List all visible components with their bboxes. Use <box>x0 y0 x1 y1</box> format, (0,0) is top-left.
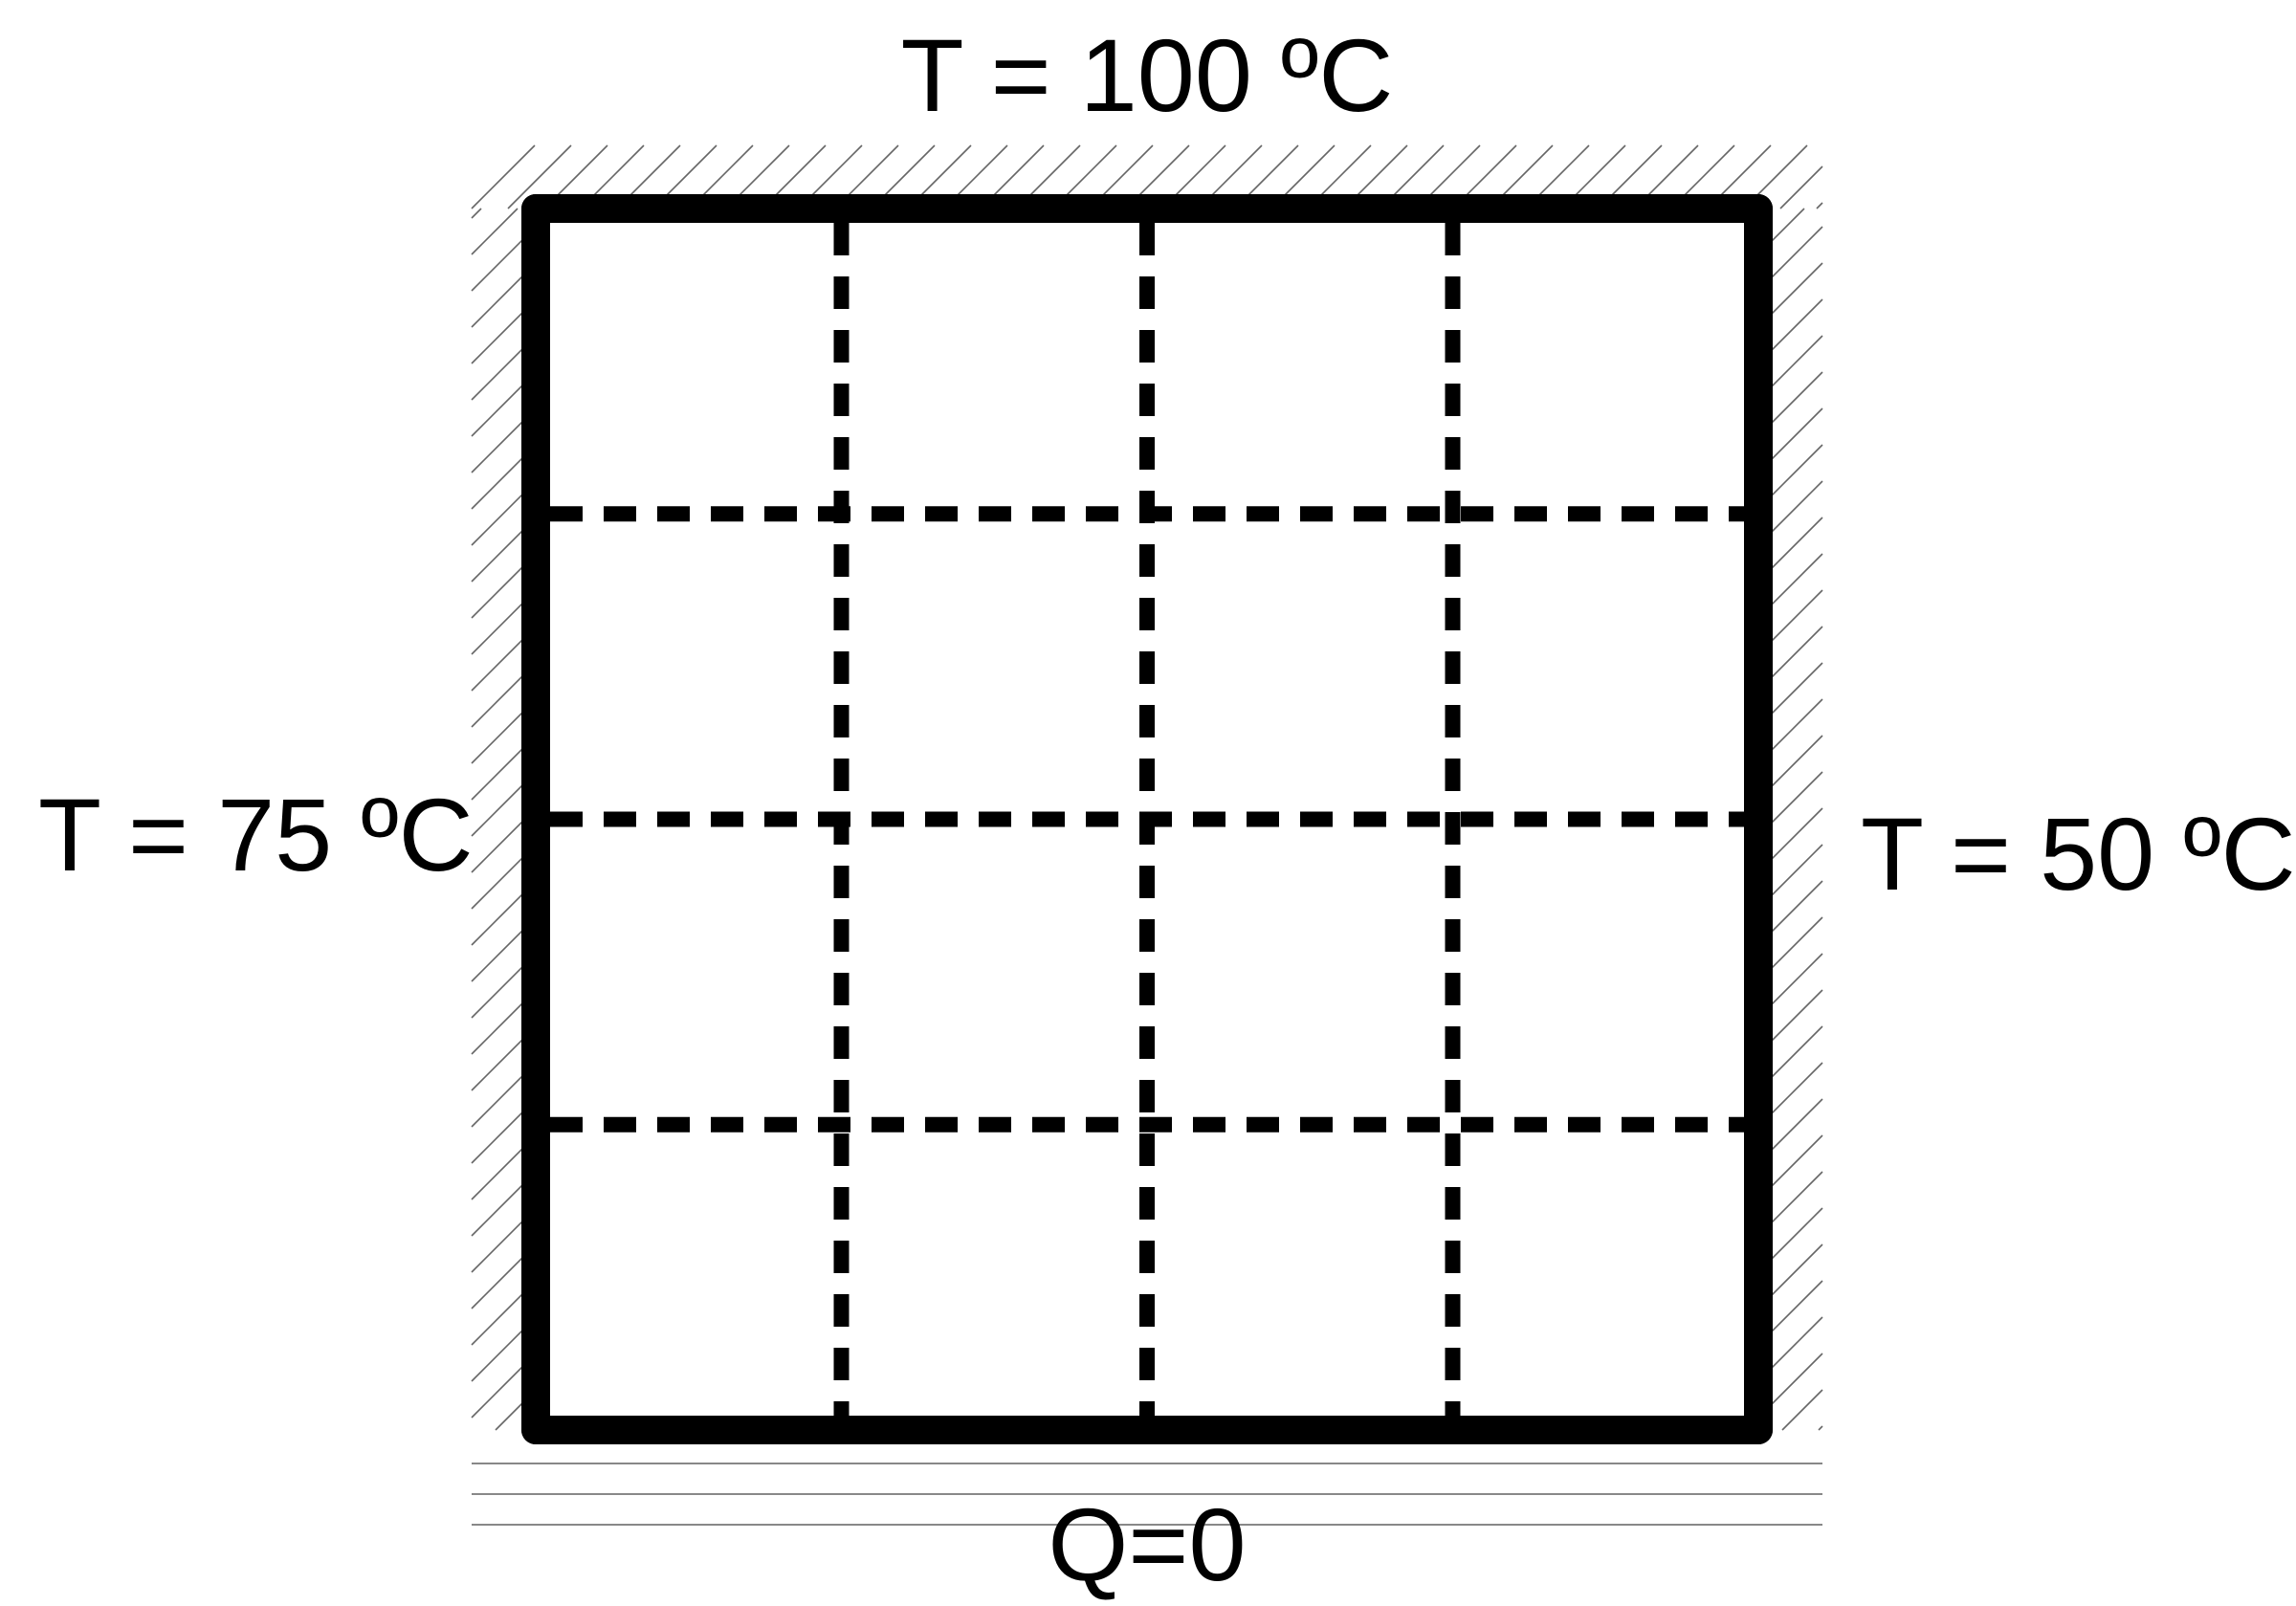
bottom-boundary-lines <box>472 1463 1822 1526</box>
mesh-grid <box>550 223 1744 1416</box>
hatch-stroke <box>471 208 519 255</box>
plate-outline <box>521 194 1773 1444</box>
hatch-stroke <box>1779 165 1823 209</box>
right-boundary-label: T = 50 ºC <box>1861 796 2296 912</box>
top-boundary-label: T = 100 ºC <box>901 17 1394 133</box>
left-boundary-label: T = 75 ºC <box>38 777 474 892</box>
hatch-stroke <box>471 208 482 219</box>
hatch-stroke <box>471 144 536 209</box>
hatch-stroke <box>1816 202 1823 209</box>
bottom-boundary-label: Q=0 <box>1048 1486 1246 1602</box>
hatch-stroke <box>507 144 572 209</box>
hatch-stroke <box>1818 1425 1823 1431</box>
hatch-stroke <box>1781 1389 1823 1431</box>
